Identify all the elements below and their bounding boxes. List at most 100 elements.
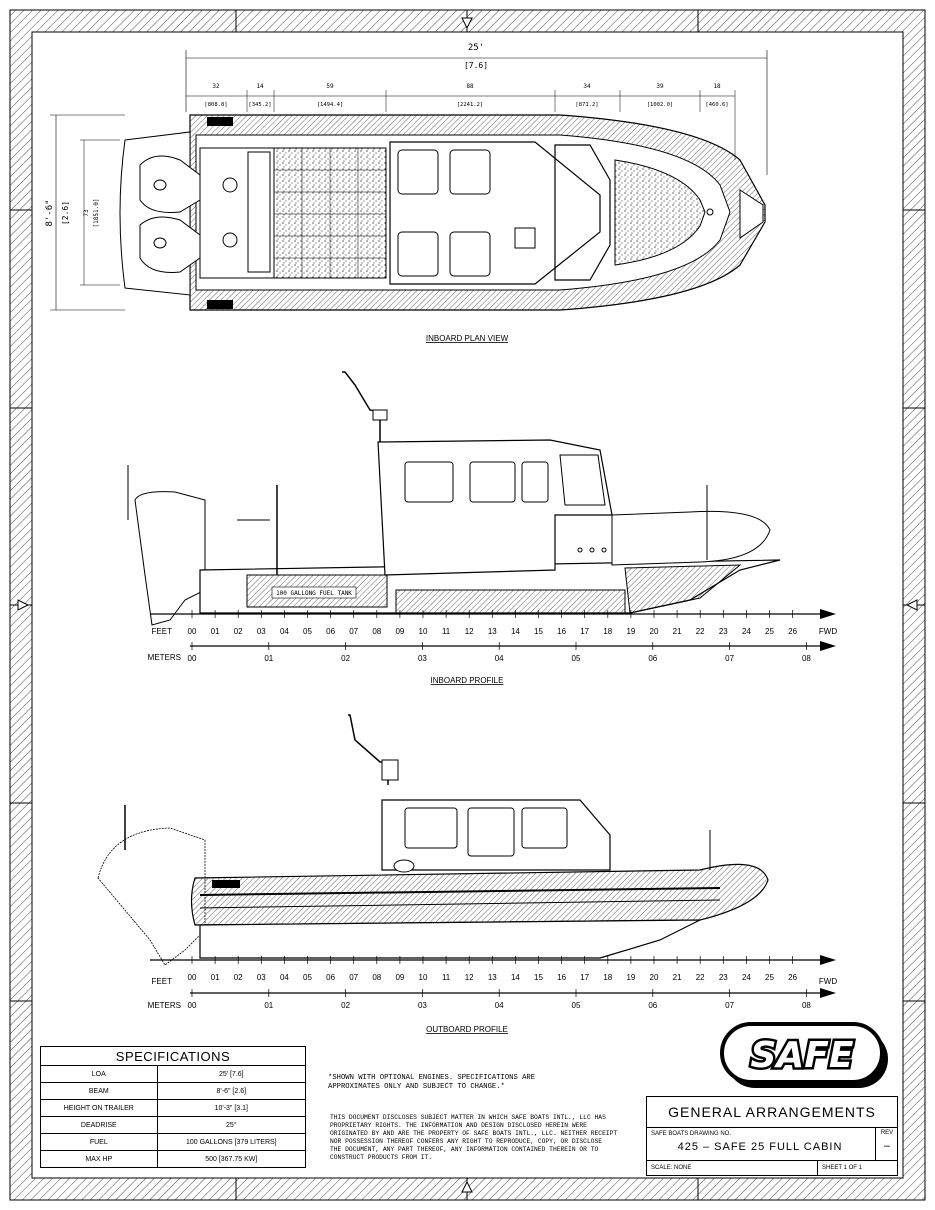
feet-tick-label: 07 — [349, 627, 358, 636]
feet-tick-label: 24 — [742, 627, 751, 636]
feet-tick-label: 15 — [534, 973, 543, 982]
feet-tick-label: 26 — [788, 627, 797, 636]
segment-length: 18 — [713, 83, 721, 90]
segment-length: 39 — [656, 83, 664, 90]
beam-metric: [2.6] — [61, 201, 70, 225]
meter-tick-label: 01 — [264, 654, 273, 663]
feet-tick-label: 21 — [673, 627, 682, 636]
feet-tick-label: 09 — [395, 627, 404, 636]
feet-tick-label: 00 — [188, 627, 197, 636]
feet-tick-label: 19 — [626, 973, 635, 982]
meter-tick-label: 00 — [188, 1001, 197, 1010]
meter-tick-label: 06 — [648, 1001, 657, 1010]
spec-value: 10'-3" [3.1] — [156, 1099, 307, 1117]
feet-tick-label: 25 — [765, 973, 774, 982]
feet-tick-label: 11 — [442, 973, 451, 982]
meter-tick-label: 08 — [802, 1001, 811, 1010]
feet-tick-label: 03 — [257, 627, 266, 636]
feet-tick-label: 20 — [650, 973, 659, 982]
feet-tick-label: 26 — [788, 973, 797, 982]
title-block: GENERAL ARRANGEMENTS SAFE BOATS DRAWING … — [646, 1096, 898, 1176]
feet-tick-label: 10 — [419, 627, 428, 636]
spec-value: 8'-6" [2.6] — [156, 1082, 307, 1100]
meter-tick-label: 06 — [648, 654, 657, 663]
meters-label: METERS — [148, 653, 181, 662]
feet-tick-label: 02 — [234, 973, 243, 982]
sheet-field: SHEET 1 OF 1 — [817, 1161, 862, 1176]
feet-tick-label: 22 — [696, 627, 705, 636]
meter-tick-label: 02 — [341, 1001, 350, 1010]
meter-tick-label: 03 — [418, 1001, 427, 1010]
meter-tick-label: 04 — [495, 654, 504, 663]
meters-label: METERS — [148, 1001, 181, 1010]
feet-tick-label: 13 — [488, 627, 497, 636]
feet-tick-label: 25 — [765, 627, 774, 636]
spec-label: DEADRISE — [40, 1116, 158, 1134]
feet-tick-label: 19 — [626, 627, 635, 636]
feet-tick-label: 08 — [372, 627, 381, 636]
overall-length: 25' — [468, 43, 484, 53]
drawing-number: 425 – SAFE 25 FULL CABIN — [677, 1141, 843, 1153]
feet-tick-label: 06 — [326, 627, 335, 636]
feet-tick-label: 11 — [442, 627, 451, 636]
feet-tick-label: 22 — [696, 973, 705, 982]
meter-tick-label: 05 — [572, 1001, 581, 1010]
feet-tick-label: 14 — [511, 627, 520, 636]
spec-label: FUEL — [40, 1133, 158, 1151]
inner-beam: 73 — [83, 209, 90, 217]
meter-tick-label: 04 — [495, 1001, 504, 1010]
segment-length: 88 — [466, 83, 474, 90]
spec-value: 500 [367.75 KW] — [156, 1150, 307, 1168]
outboard-profile — [97, 714, 769, 966]
meter-tick-label: 07 — [725, 1001, 734, 1010]
inboard-profile: 100 GALLONG FUEL TANK — [127, 371, 781, 626]
feet-tick-label: 20 — [650, 627, 659, 636]
safe-boats-logo: SAFE — [720, 1022, 888, 1088]
meter-tick-label: 07 — [725, 654, 734, 663]
revision-label: REV — [880, 1130, 894, 1136]
engines-note: *SHOWN WITH OPTIONAL ENGINES. SPECIFICAT… — [328, 1074, 536, 1091]
feet-tick-label: 02 — [234, 627, 243, 636]
plan-view-hull — [119, 114, 766, 311]
feet-tick-label: 07 — [349, 973, 358, 982]
beam-dimension: 8'-6" [2.6] 73 [1851.0] — [45, 114, 125, 311]
overall-length-dimension: 25' [7.6] 32[808.8]14[345.2]59[1494.4]88… — [185, 43, 768, 175]
feet-tick-label: 03 — [257, 973, 266, 982]
meter-tick-label: 03 — [418, 654, 427, 663]
segment-length-metric: [345.2] — [248, 102, 271, 108]
spec-value: 100 GALLONS [379 LITERS] — [156, 1133, 307, 1151]
segment-length-metric: [808.8] — [204, 102, 227, 108]
drawing-number-label: SAFE BOATS DRAWING NO. — [651, 1131, 732, 1137]
spec-value: 25' [7.6] — [156, 1065, 307, 1083]
feet-tick-label: 01 — [211, 973, 220, 982]
spec-label: BEAM — [40, 1082, 158, 1100]
outboard-profile-title: OUTBOARD PROFILE — [426, 1025, 508, 1034]
feet-tick-label: 09 — [395, 973, 404, 982]
feet-tick-label: 00 — [188, 973, 197, 982]
feet-tick-label: 18 — [603, 973, 612, 982]
scale-field: SCALE: NONE — [651, 1165, 692, 1171]
segment-length: 34 — [583, 83, 591, 90]
feet-tick-label: 05 — [303, 627, 312, 636]
feet-tick-label: 16 — [557, 973, 566, 982]
inner-beam-metric: [1851.0] — [93, 199, 100, 228]
meter-tick-label: 08 — [802, 654, 811, 663]
feet-tick-label: 04 — [280, 627, 289, 636]
fwd-label: FWD — [819, 977, 837, 986]
feet-tick-label: 17 — [580, 973, 589, 982]
feet-tick-label: 01 — [211, 627, 220, 636]
feet-tick-label: 16 — [557, 627, 566, 636]
fuel-tank-label: 100 GALLONG FUEL TANK — [276, 590, 352, 597]
feet-tick-label: 17 — [580, 627, 589, 636]
spec-label: HEIGHT ON TRAILER — [40, 1099, 158, 1117]
drawing-title: GENERAL ARRANGEMENTS — [647, 1097, 897, 1128]
feet-tick-label: 15 — [534, 627, 543, 636]
